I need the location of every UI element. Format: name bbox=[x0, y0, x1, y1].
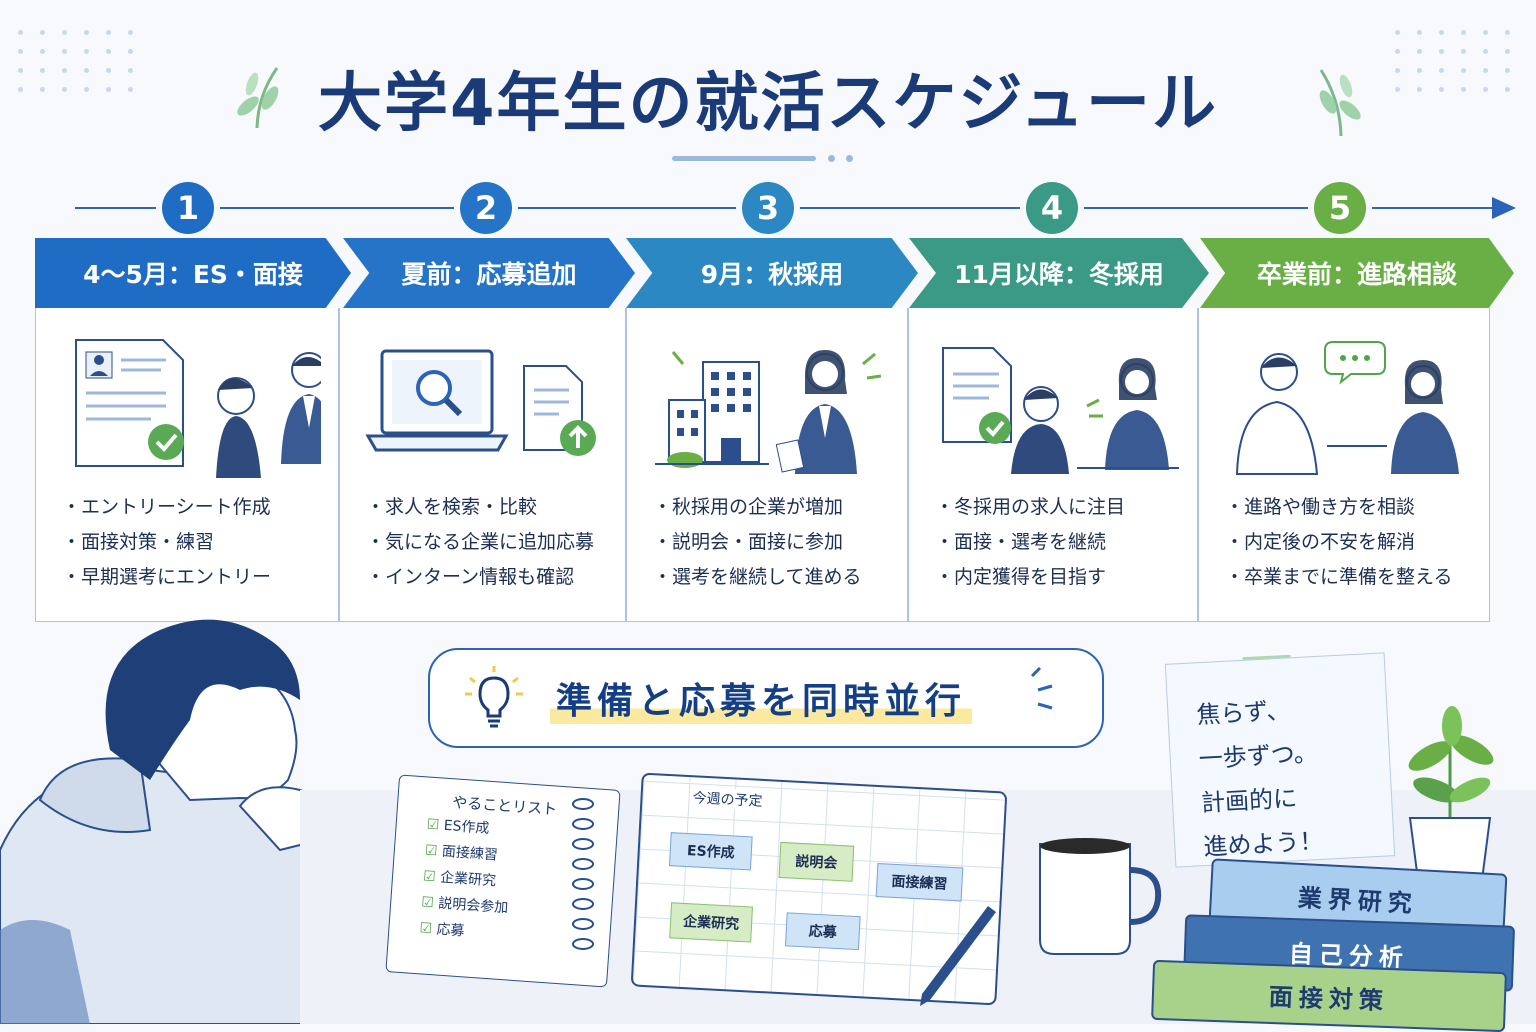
step-1-header: 4〜5月：ES・面接 bbox=[35, 238, 351, 308]
motivational-memo: 焦らず、 一歩ずつ。 計画的に 進めよう！ bbox=[1164, 652, 1396, 868]
bullet-item: エントリーシート作成 bbox=[62, 490, 271, 525]
step-card-3: 秋採用の企業が増加 説明会・面接に参加 選考を継続して進める bbox=[626, 308, 908, 622]
laptop-search-icon bbox=[365, 349, 596, 456]
title-divider bbox=[672, 156, 816, 161]
step-card-4: 冬採用の求人に注目 面接・選考を継続 内定獲得を目指す bbox=[908, 308, 1198, 622]
bullet-item: インターン情報も確認 bbox=[366, 560, 594, 595]
dot-pattern bbox=[18, 30, 136, 92]
planner-event: 面接練習 bbox=[875, 863, 964, 902]
resume-interview-icon bbox=[75, 339, 321, 478]
step-number-5: 5 bbox=[1314, 182, 1366, 234]
banner-text: 準備と応募を同時並行 bbox=[550, 672, 973, 724]
bullet-item: 冬採用の求人に注目 bbox=[935, 490, 1125, 525]
planner-event: 応募 bbox=[784, 912, 861, 951]
step-card-1: エントリーシート作成 面接対策・練習 早期選考にエントリー bbox=[35, 308, 339, 622]
bullet-item: 面接・選考を継続 bbox=[935, 525, 1125, 560]
planner-title: 今週の予定 bbox=[692, 787, 764, 811]
document-interview-icon bbox=[942, 347, 1179, 474]
bullet-item: 卒業までに準備を整える bbox=[1225, 560, 1452, 595]
title-divider-dot bbox=[846, 155, 853, 162]
planner-event: 企業研究 bbox=[669, 902, 753, 943]
bullet-item: 早期選考にエントリー bbox=[62, 560, 271, 595]
step-1-bullet-list: エントリーシート作成 面接対策・練習 早期選考にエントリー bbox=[62, 490, 271, 595]
leaf-icon bbox=[237, 67, 279, 129]
lightbulb-icon bbox=[465, 666, 523, 728]
office-building-icon bbox=[655, 350, 882, 474]
planner-event: 説明会 bbox=[778, 841, 855, 882]
bullet-item: 内定後の不安を解消 bbox=[1225, 525, 1452, 560]
bullet-item: 選考を継続して進める bbox=[653, 560, 861, 595]
step-4-bullet-list: 冬採用の求人に注目 面接・選考を継続 内定獲得を目指す bbox=[935, 490, 1125, 595]
todo-list: ES作成 面接練習 企業研究 説明会参加 応募 bbox=[419, 812, 515, 948]
sparkle-icon bbox=[1030, 666, 1053, 710]
potted-plant-icon bbox=[1408, 706, 1494, 881]
book-interview-prep: 面接対策 bbox=[1151, 959, 1507, 1032]
planner-event: ES作成 bbox=[668, 832, 753, 871]
step-card-2: 求人を検索・比較 気になる企業に追加応募 インターン情報も確認 bbox=[339, 308, 626, 622]
leaf-icon bbox=[1319, 69, 1361, 137]
step-3-header: 9月：秋採用 bbox=[626, 238, 918, 308]
title-divider-dot bbox=[828, 155, 835, 162]
memo-text: 焦らず、 一歩ずつ。 計画的に 進めよう！ bbox=[1195, 696, 1325, 862]
step-2-header: 夏前：応募追加 bbox=[343, 238, 635, 308]
step-5-header: 卒業前：進路相談 bbox=[1200, 238, 1514, 308]
consultation-icon bbox=[1235, 341, 1459, 475]
coffee-mug-icon bbox=[1039, 838, 1162, 955]
step-5-bullet-list: 進路や働き方を相談 内定後の不安を解消 卒業までに準備を整える bbox=[1225, 490, 1452, 595]
step-4-header: 11月以降：冬採用 bbox=[909, 238, 1209, 308]
arrow-right-icon bbox=[1492, 197, 1516, 219]
key-message-banner: 準備と応募を同時並行 bbox=[428, 648, 1104, 748]
page-title: 大学4年生の就活スケジュール bbox=[317, 67, 1219, 141]
bullet-item: 進路や働き方を相談 bbox=[1225, 490, 1452, 525]
bullet-item: 面接対策・練習 bbox=[62, 525, 271, 560]
bullet-item: 説明会・面接に参加 bbox=[653, 525, 861, 560]
dot-pattern bbox=[1395, 30, 1513, 92]
bullet-item: 内定獲得を目指す bbox=[935, 560, 1125, 595]
binder-rings bbox=[572, 798, 594, 950]
step-number-2: 2 bbox=[460, 182, 512, 234]
step-2-bullet-list: 求人を検索・比較 気になる企業に追加応募 インターン情報も確認 bbox=[366, 490, 594, 595]
step-number-1: 1 bbox=[162, 182, 214, 234]
step-number-4: 4 bbox=[1026, 182, 1078, 234]
step-3-bullet-list: 秋採用の企業が増加 説明会・面接に参加 選考を継続して進める bbox=[653, 490, 861, 595]
step-number-3: 3 bbox=[742, 182, 794, 234]
step-card-5: 進路や働き方を相談 内定後の不安を解消 卒業までに準備を整える bbox=[1198, 308, 1490, 622]
bullet-item: 気になる企業に追加応募 bbox=[366, 525, 594, 560]
bullet-item: 秋採用の企業が増加 bbox=[653, 490, 861, 525]
pen-icon bbox=[920, 906, 996, 1006]
bullet-item: 求人を検索・比較 bbox=[366, 490, 594, 525]
